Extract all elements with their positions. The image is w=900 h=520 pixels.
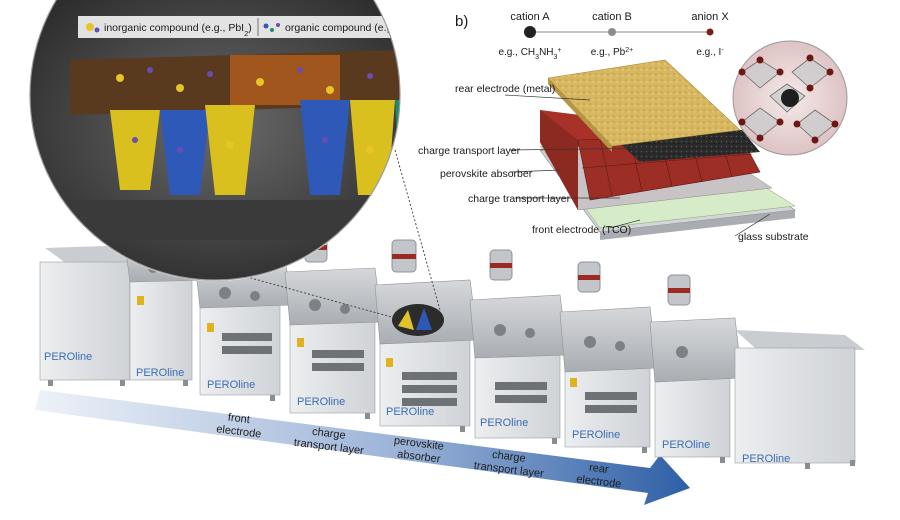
- cation-a-icon: [524, 26, 536, 38]
- drawer: [312, 363, 364, 371]
- process-step-3: perovskite absorber: [392, 435, 448, 466]
- brand-label-2: PEROline: [136, 367, 184, 379]
- drawer: [312, 350, 364, 358]
- warning-sign-icon: [570, 378, 577, 387]
- brand-label-7: PEROline: [572, 429, 620, 441]
- drawer: [402, 398, 457, 406]
- port-icon: [219, 287, 231, 299]
- port-icon: [309, 299, 321, 311]
- cation-a-center: [781, 89, 799, 107]
- label-rear-electrode: rear electrode (metal): [455, 83, 555, 95]
- chamber-7: [649, 317, 743, 383]
- unloading-cabinet: [734, 347, 856, 464]
- cation-b-example: e.g., Pb2+: [591, 47, 633, 59]
- port-icon: [494, 324, 506, 336]
- drawer: [402, 385, 457, 393]
- inorganic-source: [110, 110, 160, 190]
- drawer: [222, 333, 272, 341]
- window-part-yellow: [398, 310, 414, 330]
- glass-substrate-edge: [600, 210, 795, 240]
- process-arrow: [35, 390, 690, 505]
- cabinet-7: [564, 361, 651, 448]
- port-icon: [676, 346, 688, 358]
- warning-sign-icon: [386, 358, 393, 367]
- production-line: PEROline PEROline PEROline PEROline: [39, 231, 865, 469]
- organic-source: [160, 110, 210, 195]
- chamber-3: [284, 267, 383, 326]
- inset-legend-organic: organic compound (e.g., CH3NH3I): [285, 22, 446, 38]
- panel-b: b) cation A cation B anion X e.g., CH3NH…: [418, 11, 848, 243]
- chamber-inset: inorganic compound (e.g., PbI2) organic …: [29, 0, 446, 281]
- drawer: [585, 405, 637, 413]
- rear-electrode-edge: [548, 78, 612, 152]
- cabinet-5: [379, 335, 471, 427]
- brand-label-5: PEROline: [386, 406, 434, 418]
- inset-legend-bar: [78, 16, 400, 38]
- warning-sign-icon: [207, 323, 214, 332]
- panel-b-label: b): [455, 13, 468, 30]
- label-charge-transport-bottom: charge transport layer: [468, 193, 571, 205]
- window-part-blue: [416, 308, 432, 330]
- cation-a-example: e.g., CH3NH3+: [498, 47, 561, 61]
- drawer: [585, 392, 637, 400]
- warning-sign-icon: [137, 296, 144, 305]
- label-perovskite-absorber: perovskite absorber: [440, 168, 533, 180]
- pump-ring: [490, 263, 512, 268]
- drawer: [495, 382, 547, 390]
- anion-x-title: anion X: [691, 11, 729, 23]
- chamber-6: [559, 306, 658, 373]
- port-icon: [525, 328, 535, 338]
- cation-b-icon: [608, 28, 616, 36]
- unloading-table-top: [735, 330, 865, 350]
- anion-spheres: [738, 54, 839, 144]
- brand-label-3: PEROline: [207, 379, 255, 391]
- manifold-glow: [230, 55, 340, 105]
- solar-cell-layer-stack: [539, 59, 796, 240]
- brand-label-9: PEROline: [742, 453, 790, 465]
- process-step-1: front electrode: [216, 410, 264, 440]
- port-icon: [340, 304, 350, 314]
- brand-label-6: PEROline: [480, 417, 528, 429]
- organic-source: [300, 100, 350, 195]
- inorganic-source: [205, 105, 255, 195]
- label-front-electrode: front electrode (TCO): [532, 224, 631, 236]
- pump-ring: [578, 275, 600, 280]
- port-icon: [584, 336, 596, 348]
- process-step-5: rear electrode: [576, 460, 624, 490]
- warning-sign-icon: [297, 338, 304, 347]
- cabinet-8: [654, 371, 731, 458]
- cabinet-6: [474, 349, 561, 439]
- port-icon: [615, 341, 625, 351]
- crystal-structure-inset: [732, 40, 848, 156]
- drawer: [402, 372, 457, 380]
- layer-leader-lines: [504, 94, 771, 237]
- organic-molecule-icon: [263, 23, 280, 32]
- chamber-window: [392, 304, 444, 336]
- brand-label-1: PEROline: [44, 351, 92, 363]
- rear-electrode: [547, 59, 741, 147]
- label-charge-transport-top: charge transport layer: [418, 145, 521, 157]
- machine-feet: [48, 380, 855, 469]
- brand-label-8: PEROline: [662, 439, 710, 451]
- port-icon: [250, 291, 260, 301]
- molecule-particles: [116, 67, 374, 154]
- cabinet-2: [129, 274, 193, 381]
- brand-label-4: PEROline: [297, 396, 345, 408]
- cation-b-title: cation B: [592, 11, 632, 23]
- perovskite-absorber-left: [540, 110, 578, 210]
- drawer: [222, 346, 272, 354]
- inorganic-molecule-icon: [86, 23, 94, 31]
- drawer: [495, 395, 547, 403]
- label-glass-substrate: glass substrate: [738, 231, 809, 243]
- pump-ring: [668, 288, 690, 293]
- chamber-5: [469, 294, 569, 359]
- cation-a-title: cation A: [510, 11, 550, 23]
- pump-ring: [392, 254, 416, 259]
- anion-x-icon: [706, 28, 714, 36]
- inset-legend-inorganic: inorganic compound (e.g., PbI2): [104, 22, 252, 38]
- anion-x-example: e.g., I-: [696, 47, 724, 59]
